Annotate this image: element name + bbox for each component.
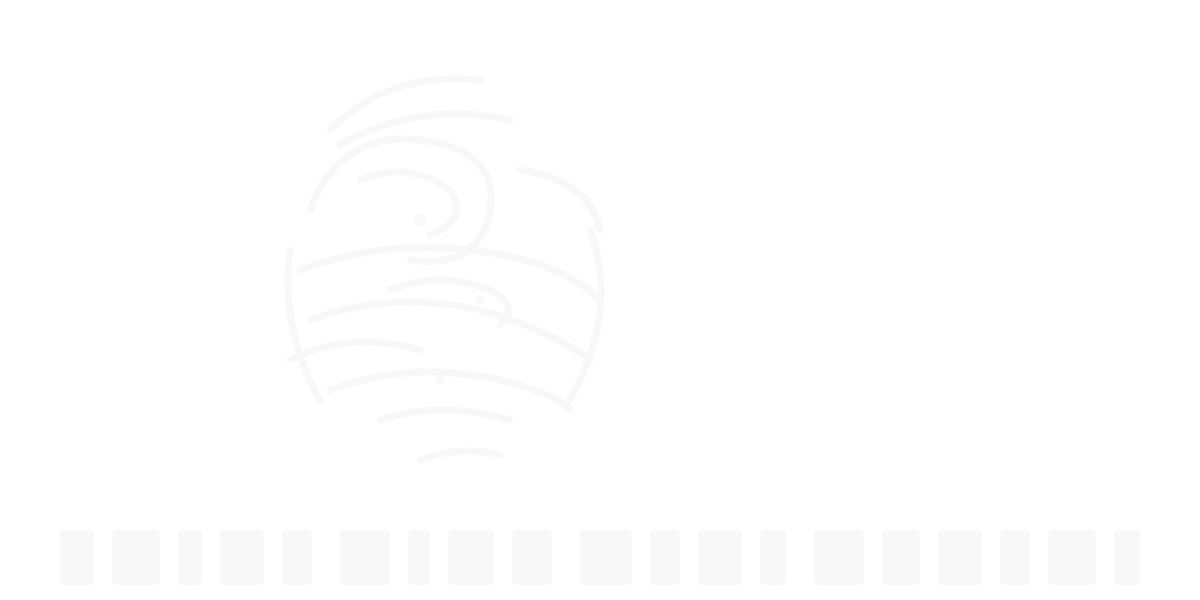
circular-emblem-icon [270, 60, 630, 480]
logo-wordmark [50, 515, 1150, 595]
